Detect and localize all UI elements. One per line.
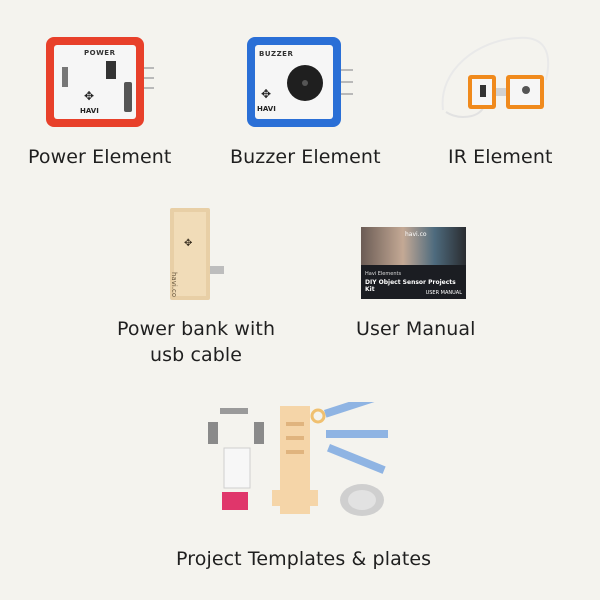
buzzer-element-caption: Buzzer Element bbox=[230, 146, 381, 168]
manual-cover-title: DIY Object Sensor Projects Kit bbox=[365, 279, 456, 293]
power-module-image: POWER HAVI ✥ bbox=[46, 37, 154, 127]
manual-cover-sub: Havi Elements bbox=[365, 271, 402, 277]
power-bank-caption-line1: Power bank with bbox=[117, 318, 276, 340]
manual-cover-tag: USER MANUAL bbox=[425, 290, 462, 296]
user-manual-cover: havi.co Havi Elements DIY Object Sensor … bbox=[361, 227, 466, 299]
power-bank-image: havi.co ✥ bbox=[170, 208, 224, 300]
power-bank-brand: havi.co bbox=[170, 272, 178, 298]
power-module-label: POWER bbox=[84, 49, 116, 57]
user-manual-caption: User Manual bbox=[356, 318, 476, 340]
manual-cover-site: havi.co bbox=[405, 231, 427, 238]
power-element-caption: Power Element bbox=[28, 146, 172, 168]
buzzer-module-image: BUZZER HAVI ✥ bbox=[247, 37, 353, 127]
buzzer-module-label: BUZZER bbox=[259, 50, 294, 58]
ir-element-caption: IR Element bbox=[448, 146, 553, 168]
ir-module-image bbox=[441, 36, 550, 118]
power-bank-caption-line2: usb cable bbox=[150, 344, 243, 366]
project-templates-caption: Project Templates & plates bbox=[176, 548, 432, 570]
power-module-brand: HAVI bbox=[80, 107, 99, 115]
buzzer-module-brand: HAVI bbox=[257, 105, 276, 113]
project-templates-image bbox=[208, 402, 388, 516]
